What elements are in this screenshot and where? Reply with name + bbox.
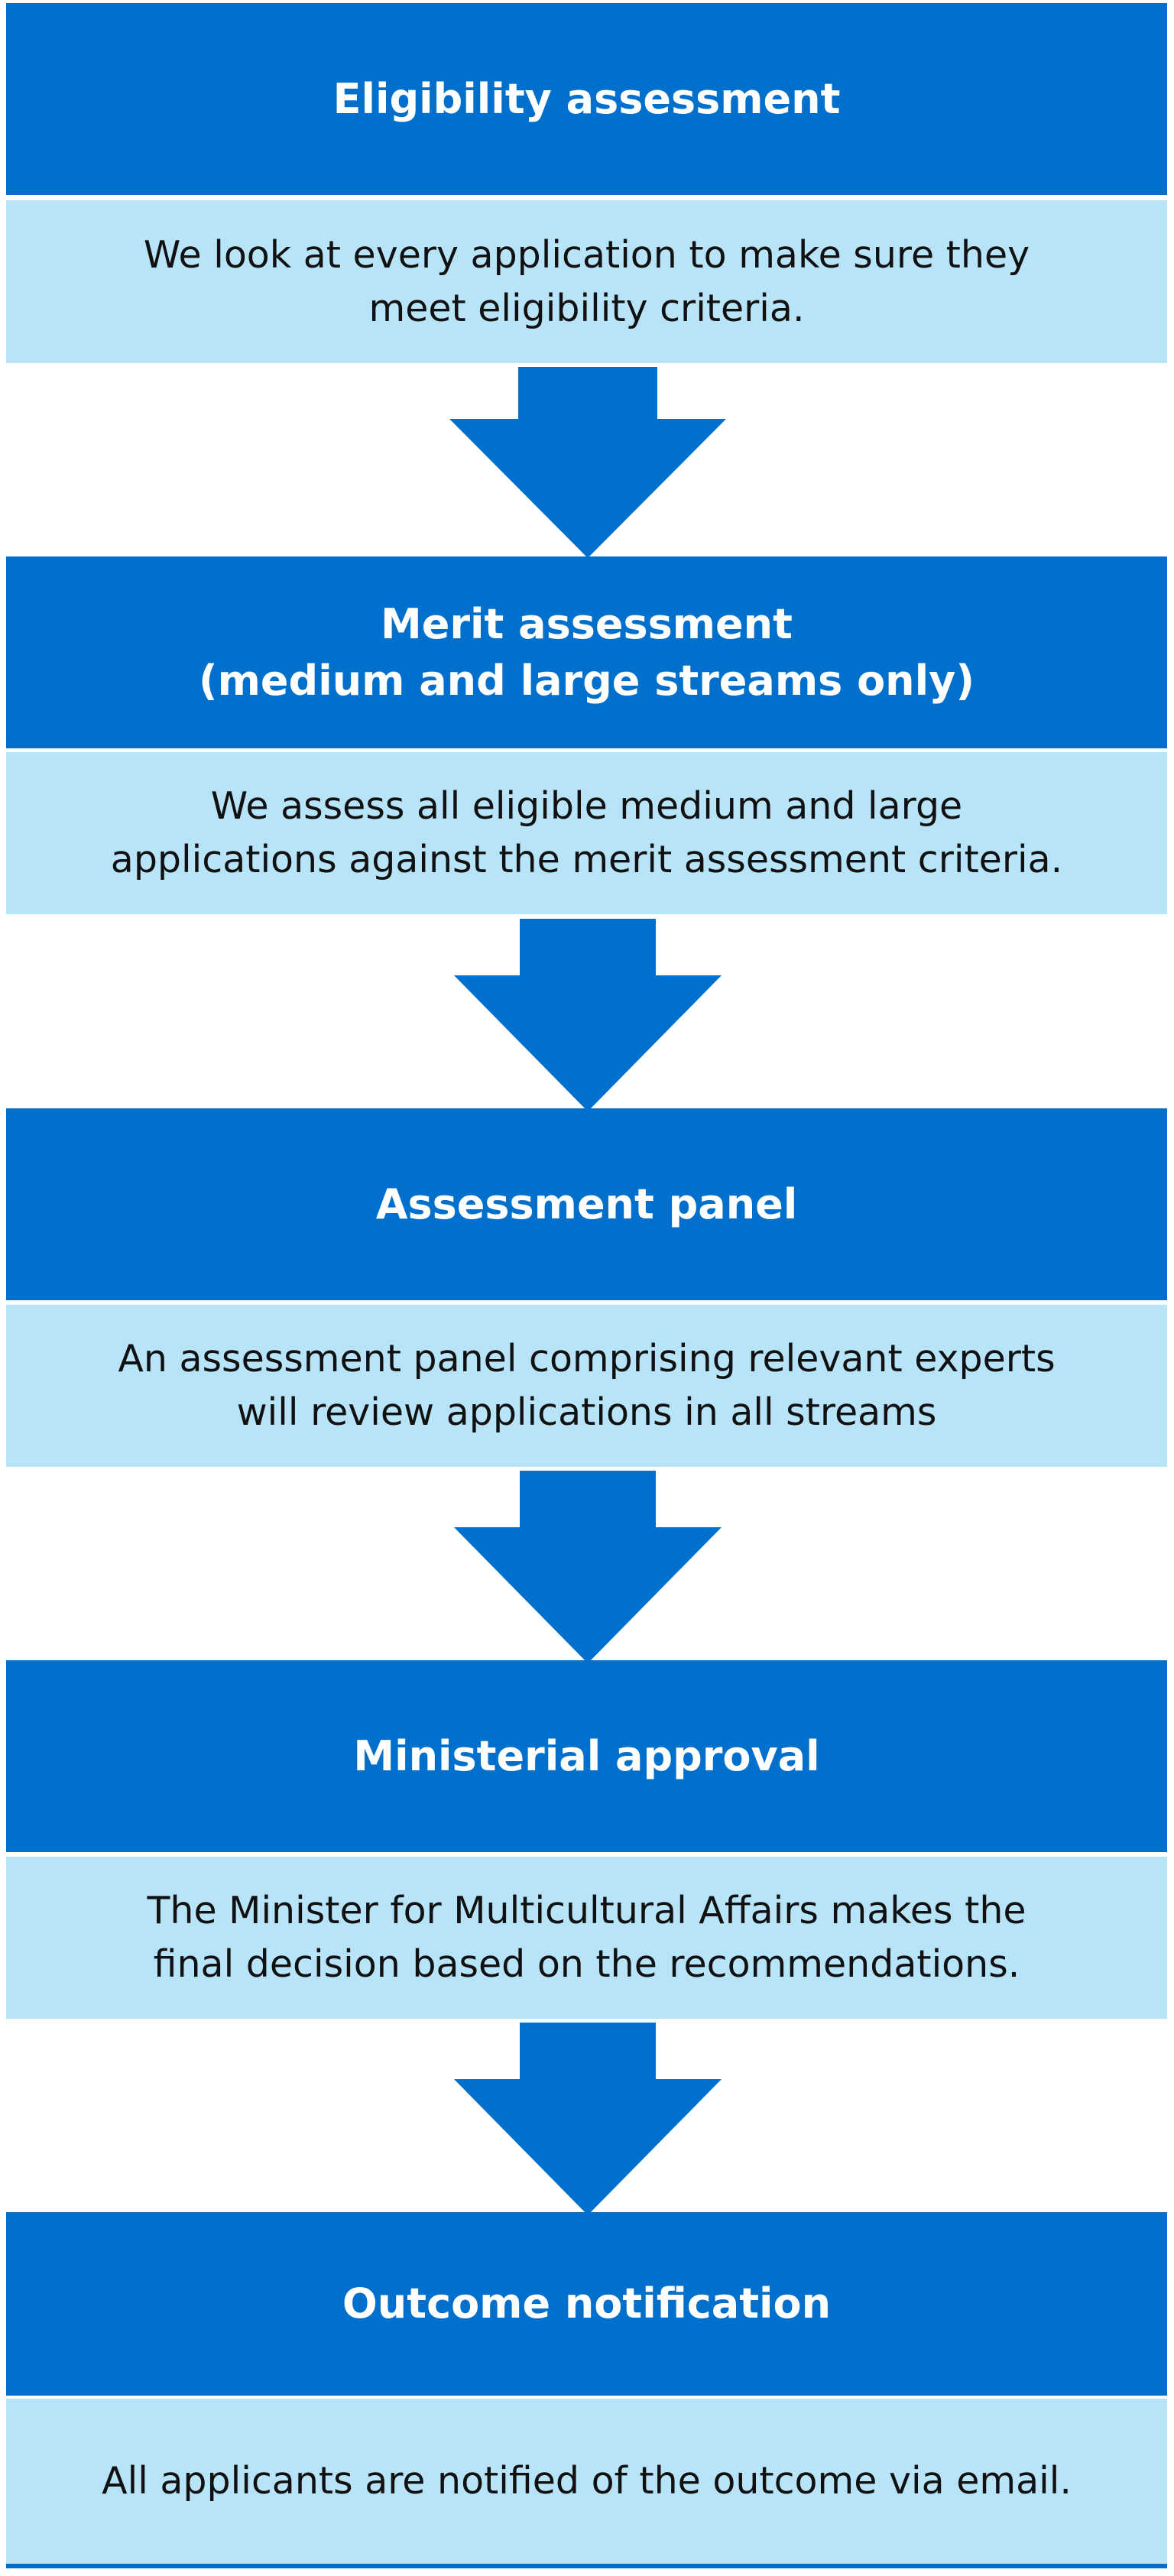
stage-title: Assessment panel bbox=[375, 1179, 798, 1228]
stage-title: Merit assessment (medium and large strea… bbox=[198, 599, 975, 705]
stage-header: Outcome notification bbox=[6, 2212, 1167, 2396]
stage-description: The Minister for Multicultural Affairs m… bbox=[147, 1889, 1026, 1986]
stage-description-box: The Minister for Multicultural Affairs m… bbox=[6, 1857, 1167, 2019]
stage-title: Ministerial approval bbox=[353, 1731, 820, 1780]
down-arrow-icon bbox=[454, 1471, 722, 1663]
stage-description-box: An assessment panel comprising relevant … bbox=[6, 1305, 1167, 1467]
stage-description: We look at every application to make sur… bbox=[143, 232, 1030, 330]
stage-description-box: We look at every application to make sur… bbox=[6, 200, 1167, 363]
stage-header: Eligibility assessment bbox=[6, 3, 1167, 195]
stage-title: Eligibility assessment bbox=[332, 74, 841, 123]
stage-title: Outcome notification bbox=[342, 2279, 832, 2328]
stage-header: Assessment panel bbox=[6, 1108, 1167, 1300]
stage-description: An assessment panel comprising relevant … bbox=[118, 1337, 1056, 1434]
stage-description: We assess all eligible medium and large … bbox=[110, 784, 1063, 881]
stage-description: All applicants are notified of the outco… bbox=[102, 2459, 1072, 2503]
stage-description-box: We assess all eligible medium and large … bbox=[6, 752, 1167, 914]
bottom-divider bbox=[6, 2564, 1167, 2568]
stage-header: Ministerial approval bbox=[6, 1660, 1167, 1852]
down-arrow-icon bbox=[454, 919, 722, 1111]
down-arrow-icon bbox=[449, 367, 726, 558]
stage-description-box: All applicants are notified of the outco… bbox=[6, 2399, 1167, 2564]
stage-header: Merit assessment (medium and large strea… bbox=[6, 556, 1167, 748]
down-arrow-icon bbox=[454, 2023, 722, 2215]
